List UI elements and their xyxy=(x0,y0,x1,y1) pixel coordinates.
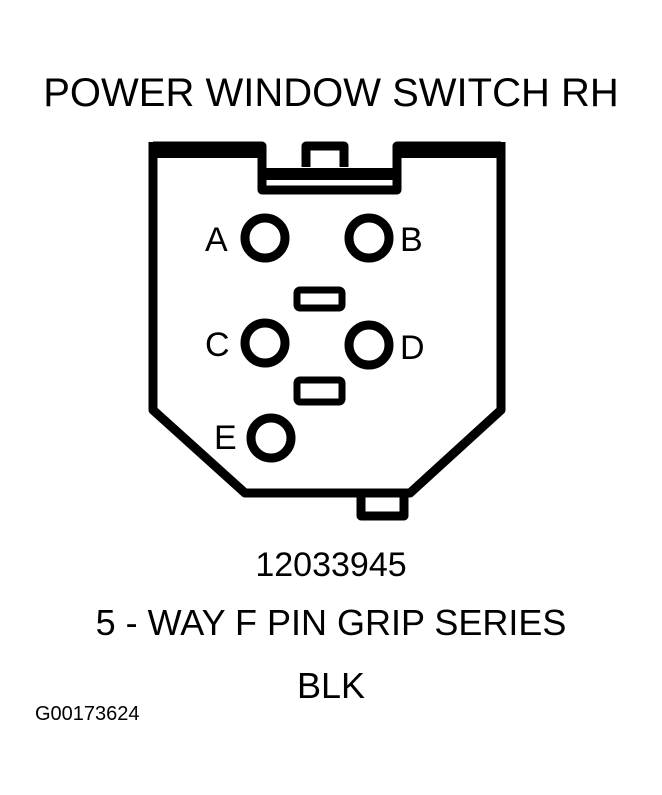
latch-bar xyxy=(262,168,397,180)
pin-c-cavity xyxy=(240,318,290,368)
connector-color: BLK xyxy=(296,665,366,706)
pin-a-cavity xyxy=(240,213,290,263)
pin-d-cavity xyxy=(344,320,394,370)
slot-lower xyxy=(293,376,346,406)
connector-slots xyxy=(293,286,346,406)
diagram-title: POWER WINDOW SWITCH RH xyxy=(43,71,619,115)
pin-label-c: C xyxy=(205,326,230,364)
pin-label-e: E xyxy=(214,419,237,457)
slot-upper xyxy=(293,286,346,312)
part-number: 12033945 xyxy=(255,546,407,584)
top-rail-right xyxy=(397,142,501,158)
pin-e-cavity xyxy=(246,413,296,463)
pin-b-cavity xyxy=(344,213,394,263)
pin-label-d: D xyxy=(400,329,425,367)
connector-description: 5 - WAY F PIN GRIP SERIES xyxy=(95,602,567,643)
pin-label-a: A xyxy=(205,221,228,259)
top-rail xyxy=(153,142,262,158)
pin-label-b: B xyxy=(400,221,423,259)
pin-cavities xyxy=(240,213,394,463)
figure-id: G00173624 xyxy=(35,703,140,725)
